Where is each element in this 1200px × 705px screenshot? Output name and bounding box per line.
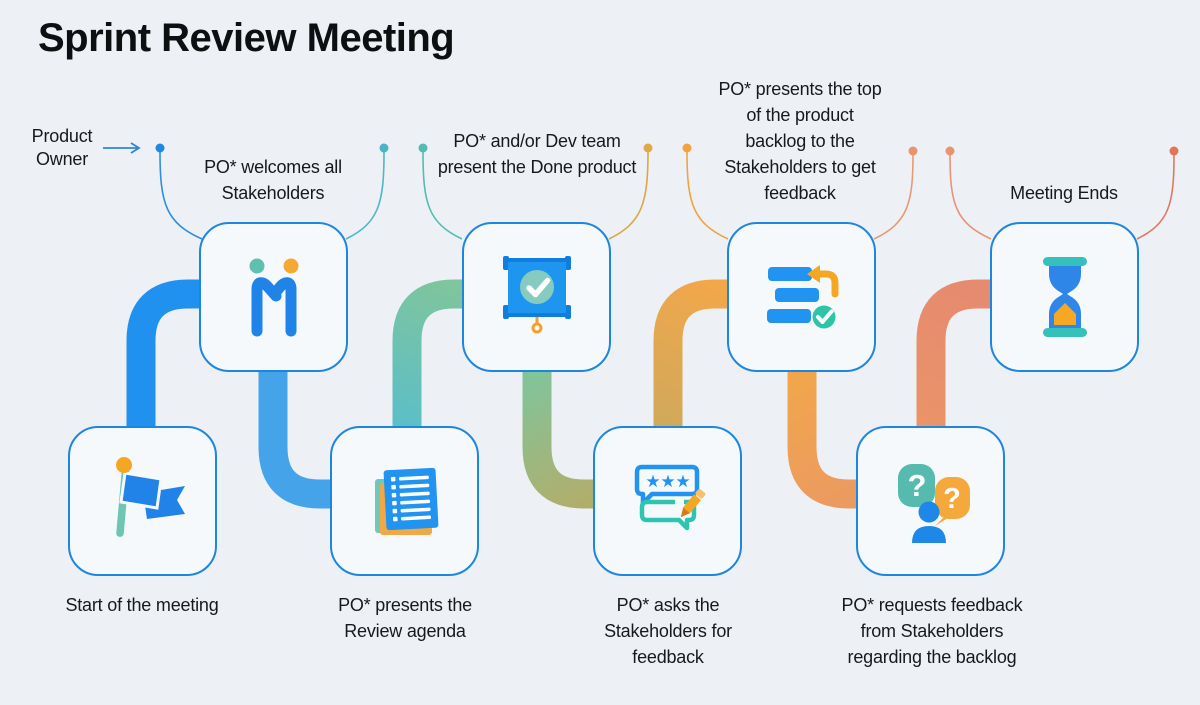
node-review-agenda [330, 426, 479, 576]
label-review-agenda: PO* presents the Review agenda [338, 595, 472, 641]
label-start-of-meeting: Start of the meeting [65, 595, 219, 615]
connector-ask-to-backlog [653, 279, 741, 442]
antenna-present-right [608, 151, 649, 240]
label-present-backlog: PO* presents the top of the product back… [718, 79, 882, 203]
label-welcome: PO* welcomes all Stakeholders [204, 157, 342, 203]
person-icon [911, 501, 946, 543]
label-ask-feedback: PO* asks the Stakeholders for feedback [604, 595, 732, 667]
node-request-feedback: ? ? [856, 426, 1005, 576]
pencil-icon [680, 488, 705, 518]
backlog-list-icon [766, 265, 838, 329]
rating-review-icon: ★ ★ ★ [634, 464, 705, 531]
label-present-done-product: PO* and/or Dev team present the Done pro… [437, 131, 637, 177]
node-meeting-ends [990, 222, 1139, 372]
documents-icon [374, 467, 438, 535]
connector-request-to-end [916, 279, 1004, 442]
antenna-end-left [949, 154, 992, 240]
star-icon: ★ [675, 472, 690, 491]
connector-present-to-ask [522, 358, 607, 509]
connector-start-to-welcome [126, 279, 214, 442]
antenna-present-left [422, 151, 463, 240]
dot-present-left [418, 143, 428, 153]
label-request-feedback: PO* requests feedback from Stakeholders … [841, 595, 1023, 667]
dot-end-left [945, 146, 955, 156]
node-present-backlog [727, 222, 876, 372]
star-icon: ★ [645, 472, 660, 491]
question-mark: ? [943, 483, 961, 515]
dot-present-right [643, 143, 653, 153]
dot-end-right [1169, 146, 1179, 156]
dot-backlog-left [682, 143, 692, 153]
page-title: Sprint Review Meeting [38, 16, 455, 60]
connector-agenda-to-present [392, 279, 478, 442]
dot-welcome-right [379, 143, 389, 153]
antenna-welcome-left [159, 151, 203, 240]
presentation-check-icon [502, 256, 571, 334]
product-owner-label: Product Owner [31, 126, 93, 169]
questions-person-icon: ? ? [897, 464, 970, 543]
flag-icon [115, 457, 185, 537]
antenna-backlog-right [873, 154, 914, 240]
node-present-done-product [462, 222, 611, 372]
node-welcome-stakeholders [199, 222, 348, 372]
arrow-right-icon [103, 142, 141, 154]
antenna-backlog-left [686, 151, 729, 240]
star-icon: ★ [660, 472, 675, 491]
hourglass-icon [1042, 257, 1087, 337]
antenna-end-right [1136, 154, 1175, 240]
question-mark: ? [907, 468, 926, 503]
connector-welcome-to-agenda [258, 358, 344, 509]
handshake-icon [249, 258, 298, 337]
label-meeting-ends: Meeting Ends [1010, 183, 1118, 203]
node-ask-feedback: ★ ★ ★ [593, 426, 742, 576]
dot-product-owner [155, 143, 165, 153]
antenna-welcome-right [345, 151, 385, 240]
dot-backlog-right [908, 146, 918, 156]
connector-backlog-to-request [787, 358, 870, 509]
node-start-of-meeting [68, 426, 217, 576]
